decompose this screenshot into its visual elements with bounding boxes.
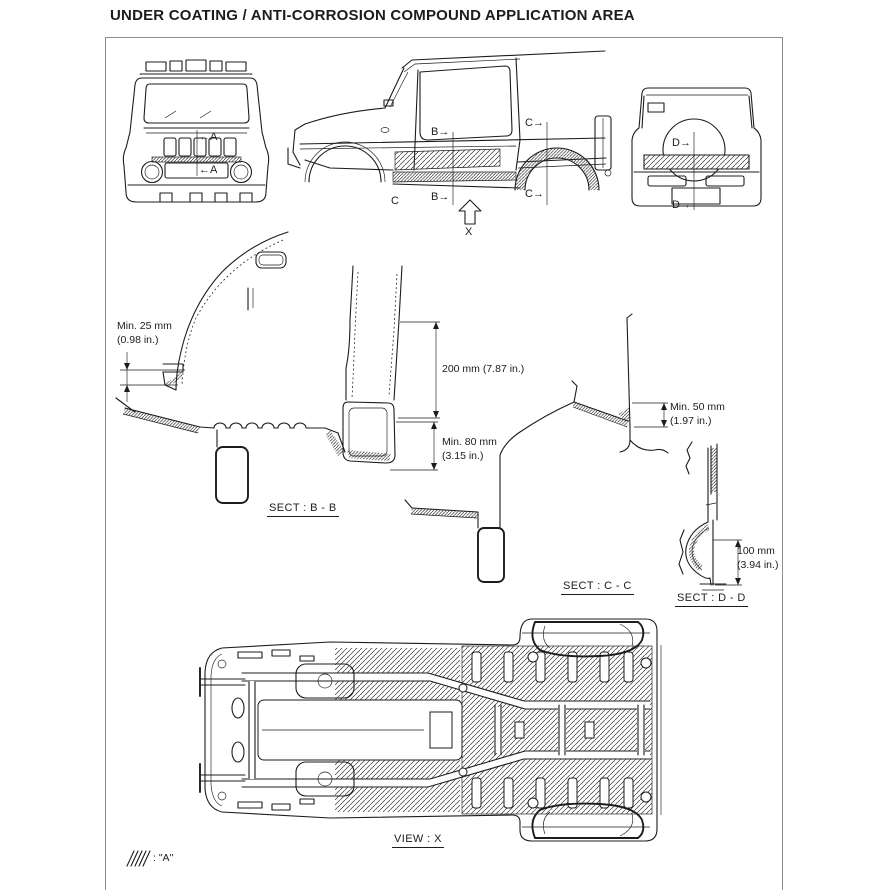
dimension-min-25mm-inch: (0.98 in.) xyxy=(117,333,159,346)
sect-bb-drawing xyxy=(115,231,440,504)
section-marker-c-ref: C xyxy=(391,195,399,207)
section-marker-d-lower: D→ xyxy=(672,199,691,211)
section-marker-b-upper: B→ xyxy=(431,126,450,138)
hatch-legend-label: : "A" xyxy=(153,852,174,864)
side-view-drawing xyxy=(287,50,612,225)
dimension-min-25mm: Min. 25 mm (0.98 in.) xyxy=(117,320,172,347)
section-marker-b-lower: B→ xyxy=(431,191,450,203)
view-x-arrow-label: X xyxy=(465,226,473,238)
dimension-min-50mm-metric: Min. 50 mm xyxy=(670,401,725,413)
caption-sect-cc: SECT : C - C xyxy=(561,580,634,595)
dimension-100mm: 100 mm (3.94 in.) xyxy=(737,545,778,572)
front-view-drawing xyxy=(122,59,270,203)
dimension-100mm-inch: (3.94 in.) xyxy=(737,558,779,571)
rear-view-drawing xyxy=(631,87,762,210)
section-marker-a-lower: ←A xyxy=(199,164,218,176)
diagram-border xyxy=(105,37,783,890)
page-title: UNDER COATING / ANTI-CORROSION COMPOUND … xyxy=(110,7,635,24)
caption-sect-dd: SECT : D - D xyxy=(675,592,748,607)
section-marker-c-lower: C→ xyxy=(525,188,544,200)
section-marker-d-upper: D→ xyxy=(672,137,691,149)
caption-sect-bb: SECT : B - B xyxy=(267,502,339,517)
dimension-min-25mm-metric: Min. 25 mm xyxy=(117,320,172,332)
dimension-min-80mm-inch: (3.15 in.) xyxy=(442,449,484,462)
dimension-min-80mm-metric: Min. 80 mm xyxy=(442,436,497,448)
dimension-min-50mm: Min. 50 mm (1.97 in.) xyxy=(670,401,725,428)
dimension-min-80mm: Min. 80 mm (3.15 in.) xyxy=(442,436,497,463)
section-marker-c-upper: C→ xyxy=(525,117,544,129)
dimension-100mm-metric: 100 mm xyxy=(737,545,775,557)
caption-view-x: VIEW : X xyxy=(392,833,444,848)
sect-dd-drawing xyxy=(678,441,742,591)
section-marker-a-upper: ←A xyxy=(199,131,218,143)
sect-cc-drawing xyxy=(404,313,669,583)
hatch-legend-icon xyxy=(126,850,151,867)
dimension-min-50mm-inch: (1.97 in.) xyxy=(670,414,712,427)
dimension-200mm: 200 mm (7.87 in.) xyxy=(442,363,525,375)
view-x-drawing xyxy=(199,618,662,842)
